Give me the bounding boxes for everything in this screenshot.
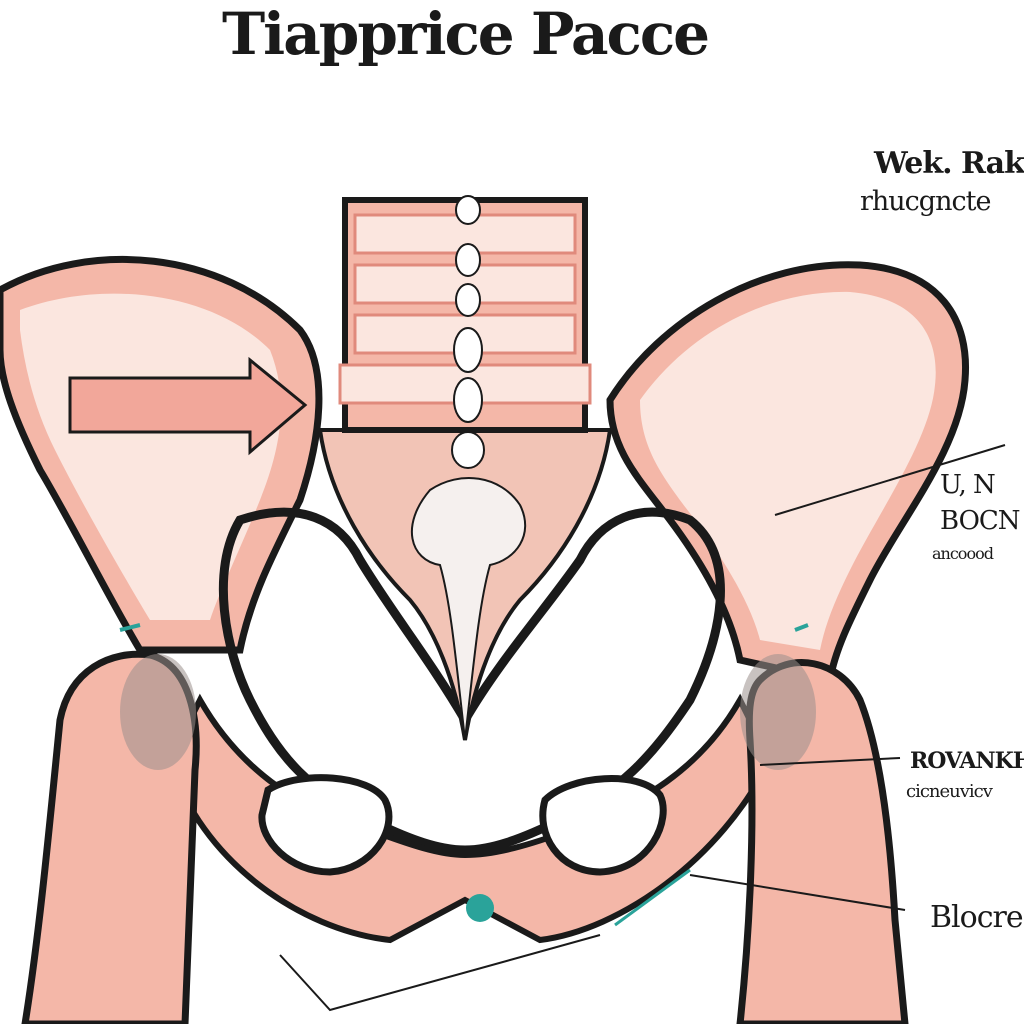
coccyx [411, 477, 527, 741]
label-c-line2: cicneuvicv [906, 781, 993, 802]
label-d-line1: Blocre [930, 900, 1024, 935]
diagram-title: Tiapprice Pacce [222, 0, 710, 68]
left-obturator-foramen [258, 774, 393, 876]
teal-accent-right [794, 623, 809, 632]
teal-marker [466, 894, 494, 922]
teal-accent-left [119, 623, 141, 632]
label-b-line2: BOCN [940, 506, 1021, 536]
label-a-line1: Wek. Rak [874, 146, 1024, 181]
label-a-line2: rhucgncte [860, 186, 991, 217]
pointer-arrow [68, 356, 308, 456]
spinous-process [451, 195, 485, 469]
right-obturator-foramen [539, 775, 667, 876]
leader-lines [279, 444, 1006, 1012]
label-c-line1: ROVANKHK [910, 748, 1024, 774]
label-b-line3: ancoood [932, 544, 994, 563]
right-ilium-inner [640, 291, 936, 650]
label-b-line1: U, N [940, 470, 996, 500]
left-ilium-inner [20, 293, 281, 620]
left-femoral-head-shading [120, 654, 196, 770]
right-femoral-head-shading [740, 654, 816, 770]
teal-accent-lower [614, 868, 691, 927]
